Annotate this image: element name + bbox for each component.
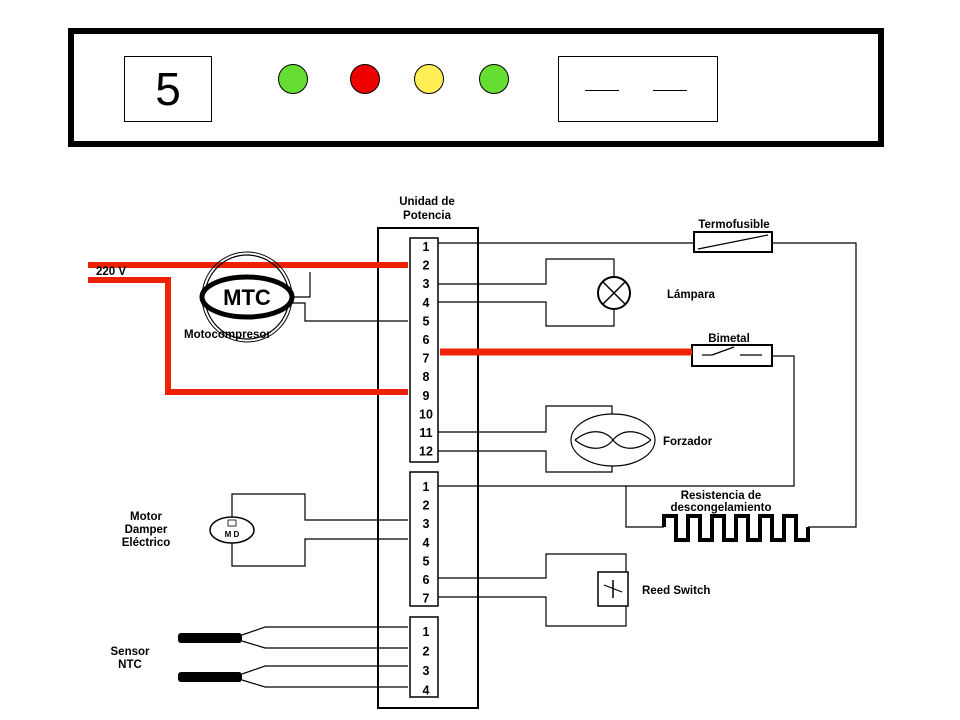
pins3-pin-3: 3 — [423, 664, 430, 678]
green-lamp-2 — [479, 64, 509, 94]
termofusible-label: Termofusible — [698, 219, 769, 231]
connector-block-3 — [409, 616, 439, 698]
power-unit-title-line2: Potencia — [403, 210, 452, 222]
forzador-blades — [574, 431, 652, 449]
code-display — [558, 56, 718, 122]
sensor-wire-3 — [241, 665, 408, 675]
display-dash-2 — [653, 90, 687, 91]
pins1-pin-3: 3 — [423, 277, 430, 291]
pins2-pin-3: 3 — [423, 517, 430, 531]
pins3-pin-1: 1 — [423, 625, 430, 639]
pins1-pin-6: 6 — [423, 333, 430, 347]
pins1-pin-12: 12 — [419, 445, 433, 459]
lampara-cross-b — [602, 281, 626, 305]
resistencia-label-line2: descongelamiento — [671, 502, 772, 514]
connector-3-pins: 1 2 3 4 — [423, 625, 430, 698]
mtc-wire-a — [292, 272, 311, 298]
reed-switch-label: Reed Switch — [642, 585, 710, 597]
resistencia-symbol — [662, 514, 810, 542]
pins1-pin-7: 7 — [423, 352, 430, 366]
mtc-wire-b — [292, 302, 408, 322]
pins1-pin-2: 2 — [423, 259, 430, 273]
sensor-wire-2 — [241, 640, 408, 649]
pins2-pin-5: 5 — [423, 554, 430, 568]
pins1-pin-5: 5 — [423, 314, 430, 328]
pins1-pin-11: 11 — [419, 426, 432, 440]
pins2-pin-2: 2 — [423, 499, 430, 513]
reed-switch-lever — [603, 584, 623, 593]
sensor-probe-1 — [178, 633, 242, 643]
mtc-symbol-text: MTC — [223, 285, 271, 310]
mtc-label: Motocompresor — [184, 329, 271, 341]
pins3-pin-2: 2 — [423, 645, 430, 659]
lampara-label: Lámpara — [667, 289, 716, 301]
bimetal-lever — [711, 346, 735, 356]
termofusible-link — [697, 234, 769, 250]
sensor-wire-1 — [241, 626, 408, 636]
sensor-probe-2 — [178, 672, 242, 682]
pins2-pin-4: 4 — [423, 536, 430, 550]
pins1-pin-1: 1 — [423, 240, 430, 254]
sensor-wire-4 — [241, 679, 408, 688]
pins1-pin-4: 4 — [423, 296, 430, 310]
pins2-pin-7: 7 — [423, 592, 430, 606]
sensor-label-line1: Sensor — [111, 646, 151, 658]
red-lamp — [350, 64, 380, 94]
termofusible-wire-out — [772, 242, 857, 528]
pins3-pin-4: 4 — [423, 684, 430, 698]
motor-damper-label-line3: Eléctrico — [122, 537, 171, 549]
motor-damper-window — [227, 519, 237, 527]
motor-damper-symbol — [209, 516, 255, 544]
pins2-pin-1: 1 — [423, 480, 430, 494]
motor-damper-label-line1: Motor — [130, 511, 162, 523]
green-lamp-1 — [278, 64, 308, 94]
supply-wire-2 — [88, 277, 408, 395]
reed-switch-symbol — [597, 571, 629, 607]
pins1-pin-9: 9 — [423, 389, 430, 403]
connector-2-pins: 1 2 3 4 5 6 7 — [423, 480, 430, 606]
yellow-lamp — [414, 64, 444, 94]
resistencia-label-line1: Resistencia de — [681, 490, 762, 502]
step-number-display: 5 — [124, 56, 212, 122]
power-unit-title-line1: Unidad de — [399, 196, 455, 208]
bimetal-label: Bimetal — [708, 333, 750, 345]
display-dash-1 — [585, 90, 619, 91]
sensor-label-line2: NTC — [118, 659, 142, 671]
motor-damper-label-line2: Damper — [125, 524, 168, 536]
status-panel: 5 — [68, 28, 884, 147]
bimetal-wire-out — [625, 355, 795, 528]
supply-label: 220 V — [96, 266, 126, 278]
pins1-pin-10: 10 — [419, 407, 433, 421]
motor-damper-symbol-text: M D — [225, 530, 240, 539]
pins2-pin-6: 6 — [423, 573, 430, 587]
forzador-label: Forzador — [663, 436, 713, 448]
pins1-pin-8: 8 — [423, 370, 430, 384]
connector-block-2 — [409, 471, 439, 607]
connector-block-1 — [409, 237, 439, 463]
